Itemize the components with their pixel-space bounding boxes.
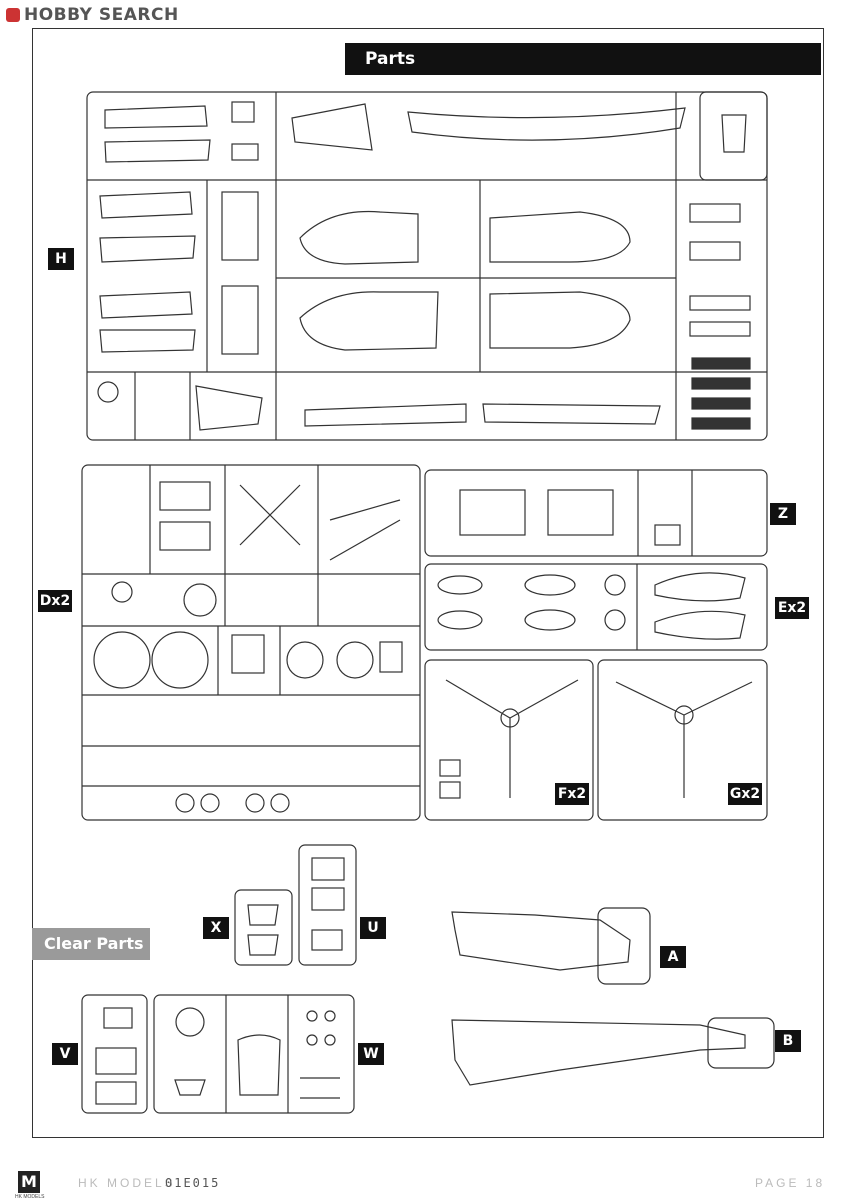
sprue-h-frame xyxy=(86,91,768,441)
sprue-w-frame xyxy=(153,994,355,1114)
parts-title-banner: Parts xyxy=(345,43,821,75)
clear-parts-title: Clear Parts xyxy=(44,934,144,953)
site-header: HOBBY SEARCH xyxy=(0,0,851,28)
sprue-x-frame xyxy=(234,889,293,966)
sprue-label-v: V xyxy=(52,1043,78,1065)
logo-mark-icon xyxy=(6,8,20,22)
sprue-label-w: W xyxy=(358,1043,384,1065)
sprue-g-frame xyxy=(597,659,768,821)
part-b-drawing xyxy=(451,1017,775,1086)
sprue-d-frame xyxy=(81,464,421,821)
logo-text: HOBBY SEARCH xyxy=(24,5,179,25)
sprue-f-frame xyxy=(424,659,594,821)
sprue-u-frame xyxy=(298,844,357,966)
sprue-label-d: Dx2 xyxy=(38,590,72,612)
sprue-label-x: X xyxy=(203,917,229,939)
footer-page-number: PAGE 18 xyxy=(755,1176,826,1190)
sprue-label-e: Ex2 xyxy=(775,597,809,619)
footer-brand: HK MODELS xyxy=(78,1176,176,1190)
hobby-search-logo[interactable]: HOBBY SEARCH xyxy=(6,5,179,25)
parts-title: Parts xyxy=(365,49,416,69)
part-a-drawing xyxy=(451,907,651,985)
sprue-label-h: H xyxy=(48,248,74,270)
sprue-label-u: U xyxy=(360,917,386,939)
page-footer: M HK MODELS HK MODELS 01E015 PAGE 18 xyxy=(0,1168,851,1200)
sprue-label-g: Gx2 xyxy=(728,783,762,805)
sprue-label-f: Fx2 xyxy=(555,783,589,805)
instruction-sheet xyxy=(32,28,824,1138)
footer-logo-subtext: HK MODELS xyxy=(15,1194,45,1200)
sprue-z-frame xyxy=(424,469,768,557)
sprue-e-frame xyxy=(424,563,768,651)
footer-product-code: 01E015 xyxy=(165,1176,221,1190)
clear-parts-banner: Clear Parts xyxy=(32,928,150,960)
hk-models-logo: M xyxy=(18,1171,40,1193)
sprue-v-frame xyxy=(81,994,148,1114)
sprue-label-b: B xyxy=(775,1030,801,1052)
sprue-label-a: A xyxy=(660,946,686,968)
sprue-label-z: Z xyxy=(770,503,796,525)
